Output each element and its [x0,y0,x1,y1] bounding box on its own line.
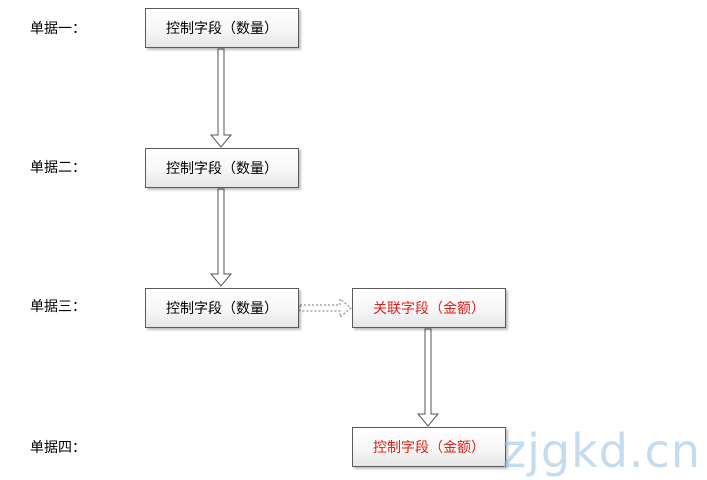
row-label-1: 单据一： [30,21,86,37]
arrow-down-3 [416,328,440,427]
arrow-down-1 [209,48,233,148]
control-field-node-4: 控制字段（金额） [352,427,506,467]
control-field-label-1: 控制字段（数量） [166,21,278,37]
control-field-node-3: 控制字段（数量） [145,288,299,328]
row-label-3: 单据三： [30,299,86,315]
related-field-label: 关联字段（金额） [373,301,485,317]
row-label-4: 单据四： [30,440,86,456]
control-field-label-2: 控制字段（数量） [166,161,278,177]
arrow-down-2 [209,188,233,287]
related-field-node: 关联字段（金额） [352,288,506,328]
row-label-2: 单据二： [30,160,86,176]
watermark-text: zjgkd.cn [501,424,701,478]
control-field-label-4: 控制字段（金额） [373,440,485,456]
control-field-node-1: 控制字段（数量） [145,8,299,48]
control-field-label-3: 控制字段（数量） [166,301,278,317]
arrow-right-dashed [299,297,352,319]
control-field-node-2: 控制字段（数量） [145,148,299,188]
